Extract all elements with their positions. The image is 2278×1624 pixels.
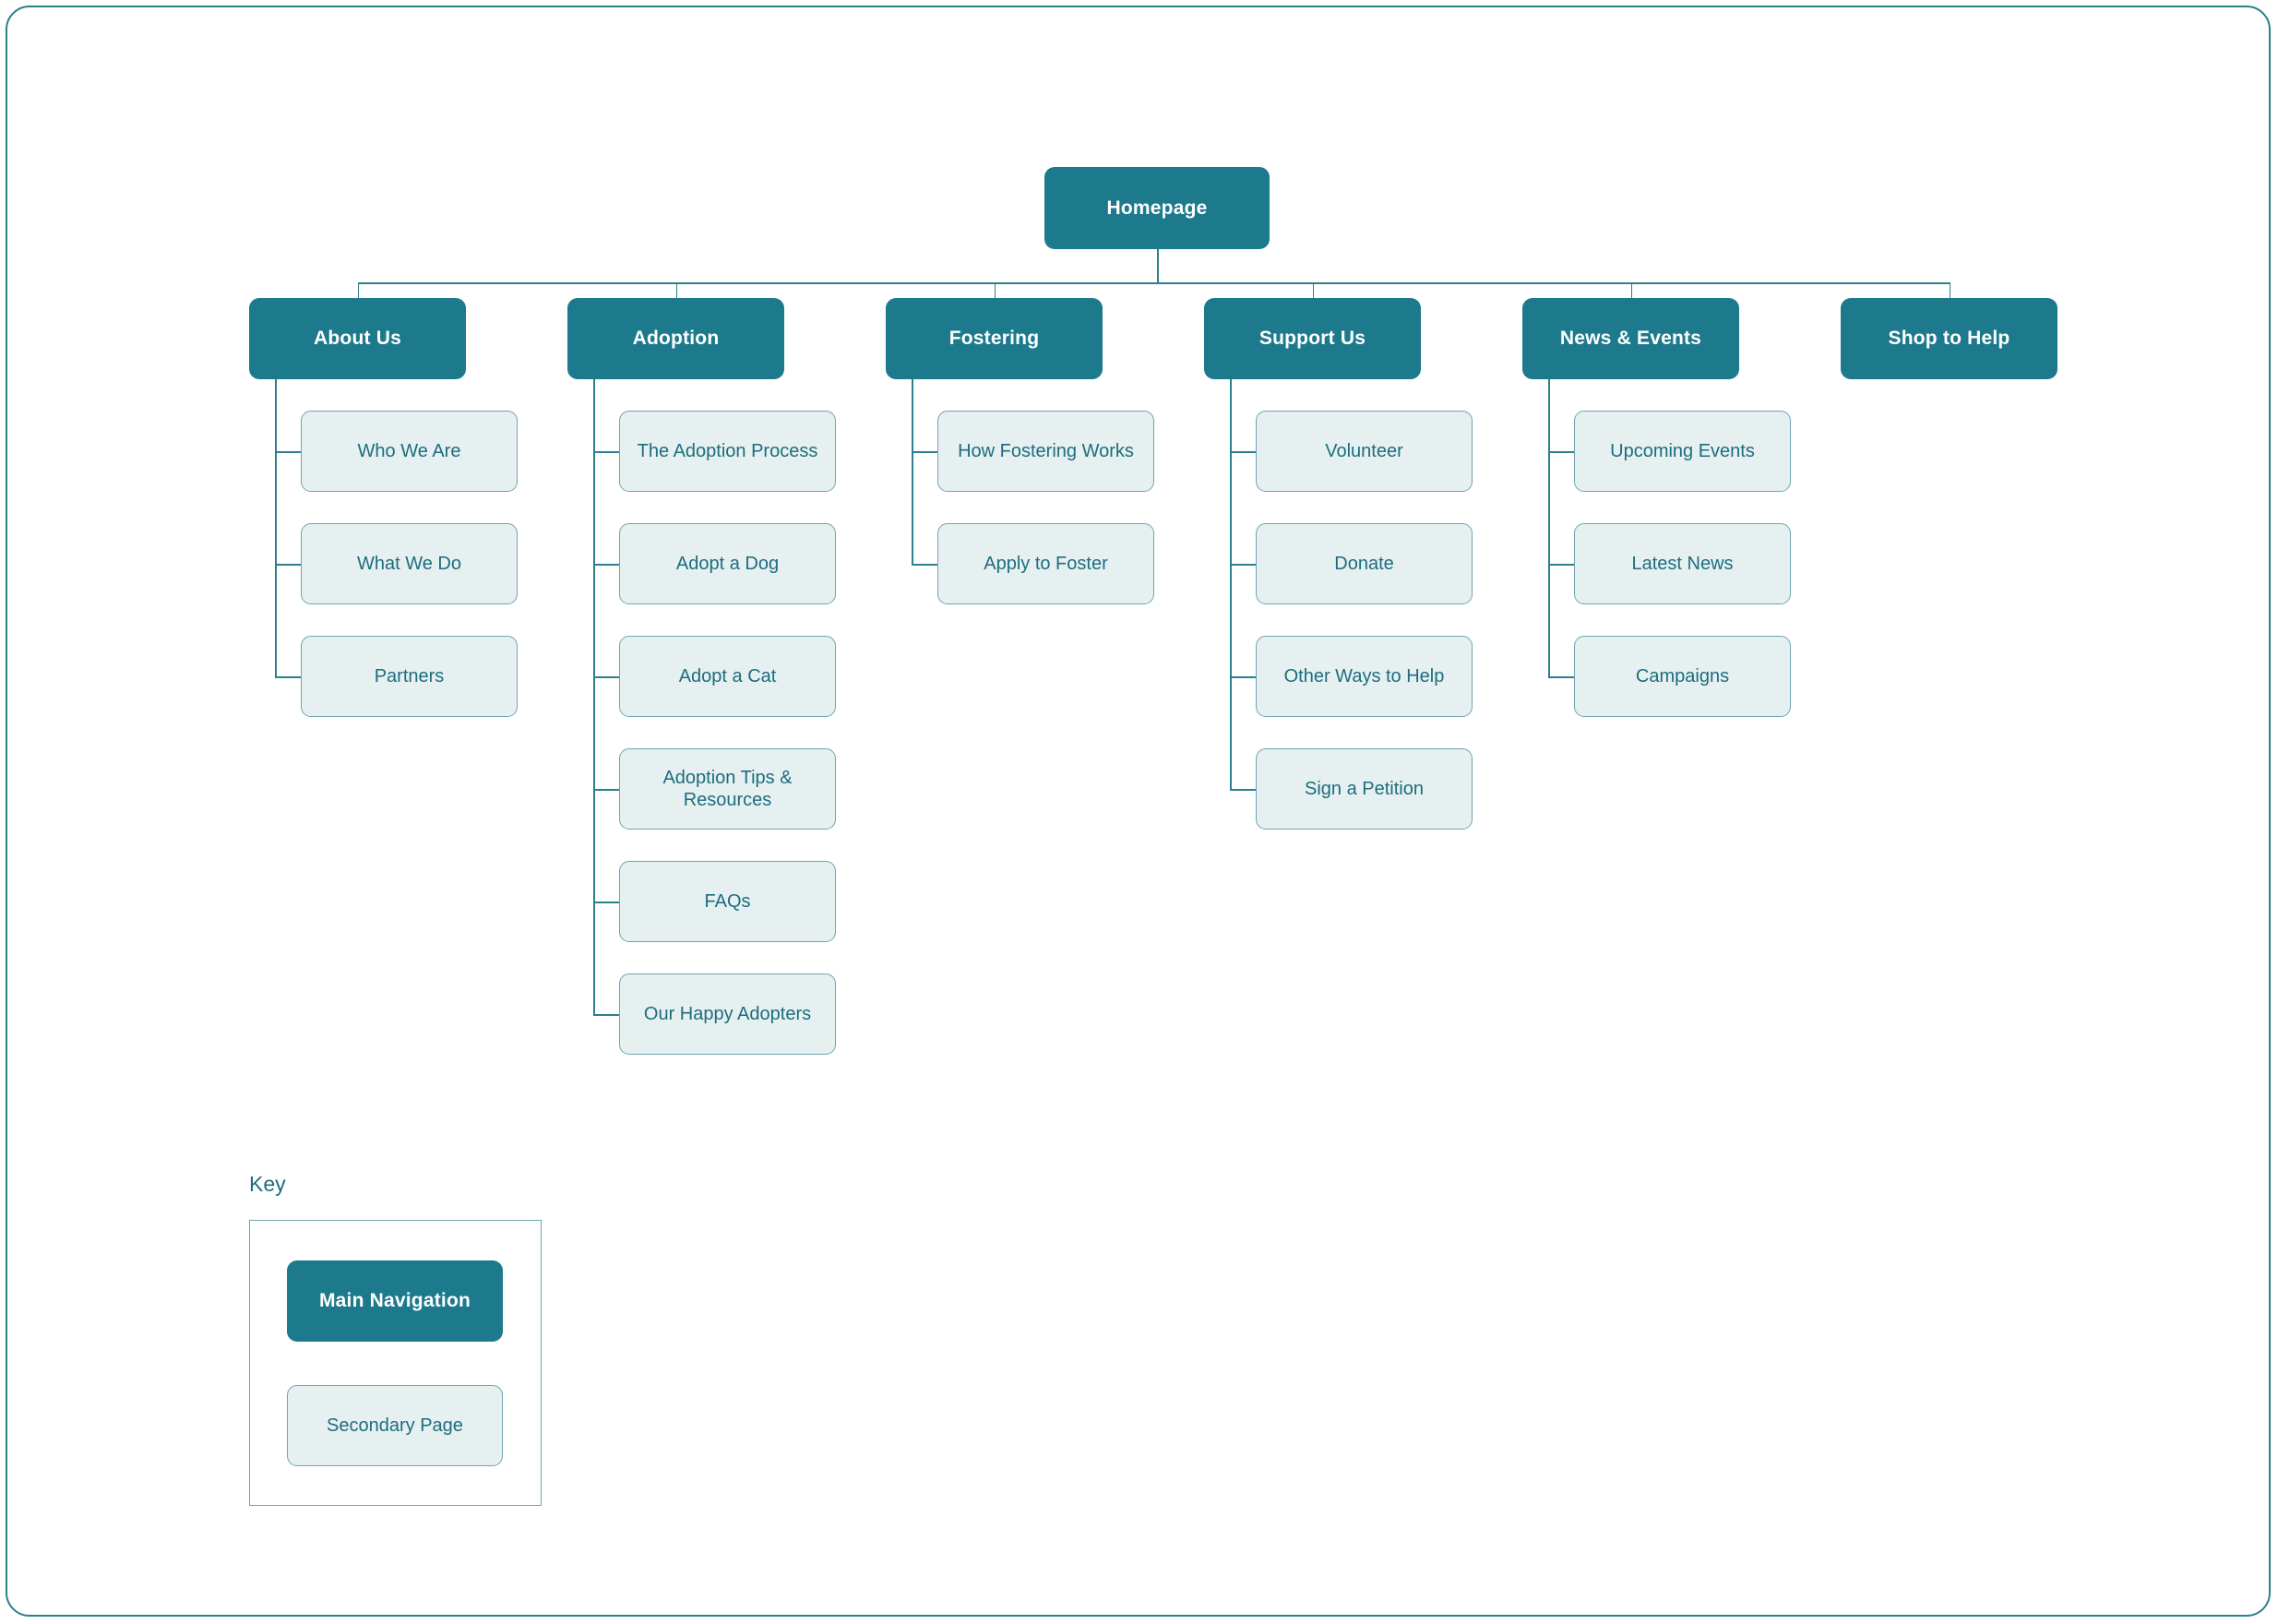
node-label: News & Events — [1559, 328, 1702, 349]
node-label: Adopt a Cat — [678, 665, 777, 687]
node-volunteer[interactable]: Volunteer — [1256, 411, 1473, 492]
node-label: Upcoming Events — [1610, 440, 1755, 461]
connector-branch-drop — [994, 282, 996, 298]
connector-child-stub — [593, 451, 619, 453]
node-label: Fostering — [948, 328, 1040, 349]
connector-child-stub — [593, 564, 619, 566]
key-swatch-label: Secondary Page — [327, 1415, 463, 1436]
node-label: Our Happy Adopters — [643, 1003, 812, 1024]
node-support-us[interactable]: Support Us — [1204, 298, 1421, 379]
connector-child-stub — [275, 564, 301, 566]
connector-child-stub — [593, 789, 619, 791]
connector-child-stub — [275, 676, 301, 678]
connector-child-stub — [912, 564, 937, 566]
node-label: Sign a Petition — [1305, 778, 1424, 799]
node-label: Apply to Foster — [984, 553, 1108, 574]
node-label: How Fostering Works — [958, 440, 1134, 461]
node-homepage[interactable]: Homepage — [1044, 167, 1270, 249]
connector-branch-drop — [1949, 282, 1951, 298]
node-the-adoption-process[interactable]: The Adoption Process — [619, 411, 836, 492]
connector-child-stub — [912, 451, 937, 453]
connector-branch-spine — [1548, 379, 1550, 676]
node-news-events[interactable]: News & Events — [1522, 298, 1739, 379]
node-donate[interactable]: Donate — [1256, 523, 1473, 604]
node-sign-a-petition[interactable]: Sign a Petition — [1256, 748, 1473, 830]
connector-branch-drop — [675, 282, 678, 298]
node-about-us[interactable]: About Us — [249, 298, 466, 379]
node-label: Support Us — [1258, 328, 1366, 349]
key-swatch-main-navigation: Main Navigation — [287, 1260, 503, 1342]
node-faqs[interactable]: FAQs — [619, 861, 836, 942]
connector-child-stub — [593, 1014, 619, 1016]
node-label: Campaigns — [1635, 665, 1730, 687]
node-label: Homepage — [1106, 197, 1208, 219]
node-label: The Adoption Process — [637, 440, 818, 461]
node-our-happy-adopters[interactable]: Our Happy Adopters — [619, 973, 836, 1055]
connector-child-stub — [1230, 564, 1256, 566]
node-label: What We Do — [357, 553, 461, 574]
node-fostering[interactable]: Fostering — [886, 298, 1103, 379]
connector-branch-spine — [275, 379, 277, 676]
node-who-we-are[interactable]: Who We Are — [301, 411, 518, 492]
connector-root-stem — [1157, 249, 1159, 282]
node-label: Volunteer — [1325, 440, 1403, 461]
node-label: Who We Are — [357, 440, 461, 461]
node-adoption[interactable]: Adoption — [567, 298, 784, 379]
node-label: Partners — [374, 665, 445, 687]
node-label: About Us — [314, 328, 401, 349]
node-label: Latest News — [1631, 553, 1734, 574]
node-label: FAQs — [704, 890, 751, 912]
node-adoption-tips-resources[interactable]: Adoption Tips & Resources — [619, 748, 836, 830]
node-campaigns[interactable]: Campaigns — [1574, 636, 1791, 717]
node-label: Shop to Help — [1888, 328, 2010, 349]
connector-child-stub — [1548, 564, 1574, 566]
connector-child-stub — [1230, 676, 1256, 678]
node-label: Other Ways to Help — [1283, 665, 1445, 687]
node-what-we-do[interactable]: What We Do — [301, 523, 518, 604]
connector-branch-spine — [593, 379, 595, 1014]
node-latest-news[interactable]: Latest News — [1574, 523, 1791, 604]
connector-child-stub — [1548, 451, 1574, 453]
node-adopt-a-cat[interactable]: Adopt a Cat — [619, 636, 836, 717]
node-how-fostering-works[interactable]: How Fostering Works — [937, 411, 1154, 492]
connector-child-stub — [1230, 789, 1256, 791]
node-upcoming-events[interactable]: Upcoming Events — [1574, 411, 1791, 492]
connector-branch-drop — [1630, 282, 1633, 298]
connector-branch-drop — [1312, 282, 1315, 298]
node-shop-to-help[interactable]: Shop to Help — [1841, 298, 2057, 379]
connector-branch-drop — [357, 282, 360, 298]
connector-child-stub — [1230, 451, 1256, 453]
connector-child-stub — [593, 902, 619, 903]
connector-branch-spine — [1230, 379, 1232, 789]
node-label: Adopt a Dog — [675, 553, 780, 574]
node-label: Adoption Tips & Resources — [662, 767, 793, 810]
connector-child-stub — [593, 676, 619, 678]
key-title: Key — [249, 1172, 286, 1196]
connector-child-stub — [275, 451, 301, 453]
key-swatch-secondary-page: Secondary Page — [287, 1385, 503, 1466]
key-swatch-label: Main Navigation — [318, 1290, 471, 1311]
node-apply-to-foster[interactable]: Apply to Foster — [937, 523, 1154, 604]
connector-bus — [357, 282, 1950, 284]
node-adopt-a-dog[interactable]: Adopt a Dog — [619, 523, 836, 604]
node-other-ways-to-help[interactable]: Other Ways to Help — [1256, 636, 1473, 717]
connector-child-stub — [1548, 676, 1574, 678]
node-partners[interactable]: Partners — [301, 636, 518, 717]
connector-branch-spine — [912, 379, 913, 564]
node-label: Adoption — [632, 328, 720, 349]
node-label: Donate — [1334, 553, 1394, 574]
